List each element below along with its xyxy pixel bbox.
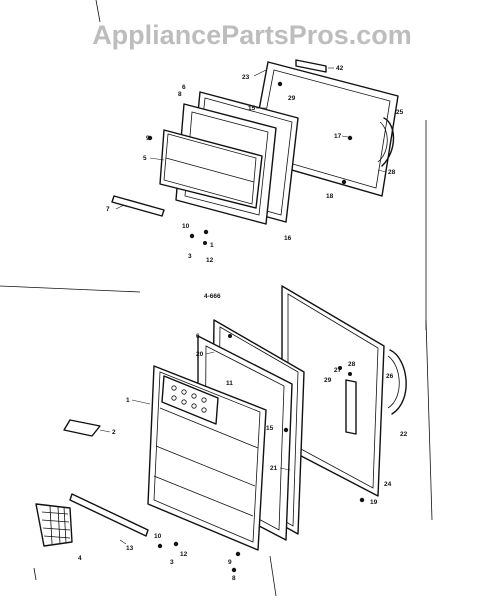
egg-tray [63, 419, 101, 437]
callout-7: 7 [106, 206, 110, 213]
screw-part [231, 567, 237, 573]
callout-15: 15 [248, 105, 256, 112]
callout-15: 15 [266, 425, 274, 432]
freezer-door-shelf [159, 129, 263, 209]
callout-24: 24 [384, 481, 392, 488]
callout-10: 10 [182, 223, 190, 230]
screw-part [283, 427, 289, 433]
screw-part [203, 229, 209, 235]
scan-mark [269, 555, 277, 597]
callout-21: 21 [270, 465, 278, 472]
callout-23: 23 [242, 74, 250, 81]
callout-42: 42 [336, 65, 344, 72]
door-shelf-bar [69, 493, 149, 537]
scan-mark [33, 567, 37, 581]
callout-16: 16 [284, 235, 292, 242]
freezer-door-assembly [111, 59, 399, 245]
callout-26: 26 [386, 373, 394, 380]
screw-part [338, 366, 342, 370]
screw-part [157, 543, 163, 549]
screw-part [228, 334, 232, 338]
screw-part [235, 551, 241, 557]
watermark-text: AppliancePartsPros.com [92, 20, 412, 50]
callout-9: 9 [146, 135, 150, 142]
butter-dish-cover [35, 503, 73, 547]
figure-tag: 4-666 [204, 293, 221, 300]
callout-13: 13 [126, 545, 134, 552]
callout-6: 6 [196, 333, 200, 340]
callout-17: 17 [334, 133, 342, 140]
screw-part [203, 241, 207, 245]
callout-1: 1 [210, 242, 214, 249]
callout-27: 27 [334, 367, 342, 374]
door-handle-strip [345, 379, 357, 435]
callout-4: 4 [78, 555, 82, 562]
screw-part [277, 81, 283, 87]
hinge-bracket [389, 349, 407, 415]
callout-2: 2 [112, 429, 116, 436]
callout-29: 29 [288, 95, 296, 102]
divider-line [95, 0, 101, 23]
freezer-handle-trim [295, 59, 327, 73]
screw-part [347, 135, 353, 141]
callout-10: 10 [154, 533, 162, 540]
fresh-food-door-assembly [35, 285, 407, 573]
callout-12: 12 [206, 257, 214, 264]
screw-part [189, 233, 195, 239]
callout-20: 20 [196, 351, 204, 358]
callout-9: 9 [228, 559, 232, 566]
door-inner-bin-frame [147, 365, 267, 551]
callout-28: 28 [388, 169, 396, 176]
callout-29: 29 [324, 377, 332, 384]
callout-8: 8 [178, 91, 182, 98]
hinge-bracket [381, 117, 395, 167]
screw-part [147, 135, 153, 141]
callout-25: 25 [396, 109, 404, 116]
screw-part [359, 497, 365, 503]
screw-part [173, 541, 179, 547]
callout-22: 22 [400, 431, 408, 438]
callout-3: 3 [188, 253, 192, 260]
divider-line [425, 319, 433, 521]
fresh-food-callouts: 6 20 27 28 29 26 11 1 2 15 22 21 24 19 1… [78, 333, 408, 582]
callout-5: 5 [143, 155, 147, 162]
freezer-callouts: 42 23 29 6 8 15 25 17 9 5 28 18 16 7 10 … [106, 65, 404, 300]
screw-part [341, 179, 347, 185]
callout-11: 11 [226, 380, 233, 387]
callout-12: 12 [180, 551, 188, 558]
freezer-shelf-bar [111, 195, 165, 217]
callout-1: 1 [126, 397, 130, 404]
callout-8: 8 [232, 575, 236, 582]
divider-line [0, 285, 141, 293]
screw-part [348, 372, 352, 376]
callout-3: 3 [170, 559, 174, 566]
callout-18: 18 [326, 193, 334, 200]
callout-6: 6 [182, 84, 186, 91]
callout-28: 28 [348, 361, 356, 368]
callout-19: 19 [370, 499, 378, 506]
